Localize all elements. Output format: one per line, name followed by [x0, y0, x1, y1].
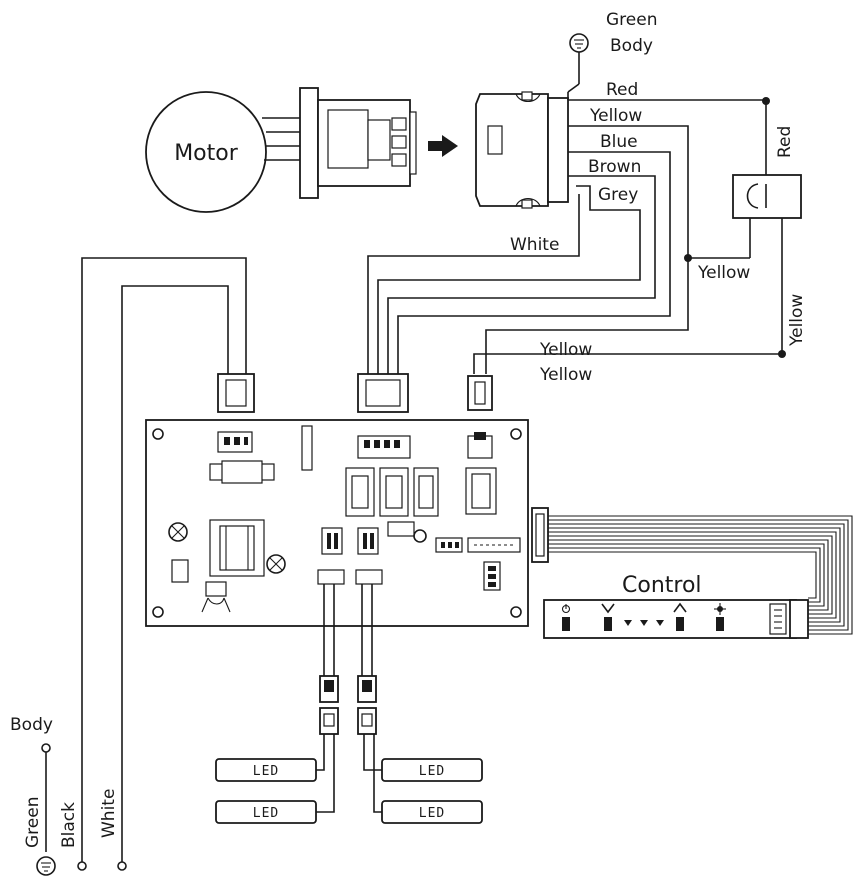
power-icon: [561, 604, 571, 631]
wire-blue-label: Blue: [600, 132, 638, 152]
power-plug: [217, 373, 255, 413]
wire-blue: [397, 151, 671, 374]
led-label-2: LED: [253, 806, 279, 821]
led-strip-1: LED: [215, 758, 317, 782]
led-label-4: LED: [419, 806, 445, 821]
wire-white: [367, 194, 580, 374]
motor-leads: [262, 117, 300, 161]
wire-grey: [377, 185, 641, 374]
ribbon-cable: [531, 507, 853, 635]
light-icon: [714, 603, 726, 631]
led-strip-3: LED: [381, 758, 483, 782]
chevron-up-icon: [673, 602, 687, 631]
capacitor: [688, 174, 802, 354]
wire-yellow-lower-label-1: Yellow: [539, 340, 592, 360]
wire-yellow-lower-label-2: Yellow: [539, 365, 592, 385]
led-strip-4: LED: [381, 800, 483, 824]
ground-terminal-top: [567, 33, 589, 100]
ground-top-label-body: Body: [610, 36, 653, 56]
speed-indicator-icons: [624, 620, 664, 626]
wire-yellow-cap-label: Yellow: [697, 263, 750, 283]
led-wiring: [316, 584, 382, 813]
control-panel: [543, 599, 809, 639]
power-white-label: White: [99, 789, 119, 838]
led-strip-2: LED: [215, 800, 317, 824]
motor: Motor: [145, 91, 267, 213]
ground-icon-bottom: [36, 856, 56, 876]
motor-label: Motor: [174, 141, 239, 166]
power-body-label: Body: [10, 715, 53, 735]
wire-yellow-vertical-label: Yellow: [787, 294, 807, 347]
wire-red-vertical-label: Red: [775, 126, 795, 158]
motor-plug-connector: [299, 87, 417, 199]
power-black-label: Black: [59, 802, 79, 848]
wire-brown: [387, 175, 656, 374]
control-board: [145, 419, 529, 627]
capacitor-plug: [467, 375, 493, 411]
wire-yellow-label: Yellow: [589, 106, 642, 126]
led-label-3: LED: [419, 764, 445, 779]
wire-yellow-lower: [473, 350, 786, 374]
chevron-down-icon: [601, 603, 615, 631]
led-label-1: LED: [253, 764, 279, 779]
wire-white-label: White: [510, 235, 559, 255]
wire-red: [568, 97, 770, 175]
arrow-right-icon: [428, 135, 458, 157]
wire-red-label: Red: [606, 80, 638, 100]
receptacle-connector: [475, 91, 569, 209]
wire-grey-label: Grey: [598, 185, 638, 205]
power-green-label: Green: [23, 797, 43, 848]
control-label: Control: [622, 573, 702, 598]
power-cord-wires: [41, 257, 247, 871]
wire-brown-label: Brown: [588, 157, 641, 177]
motor-wire-plug: [357, 373, 409, 413]
ground-top-label-green: Green: [606, 10, 657, 30]
